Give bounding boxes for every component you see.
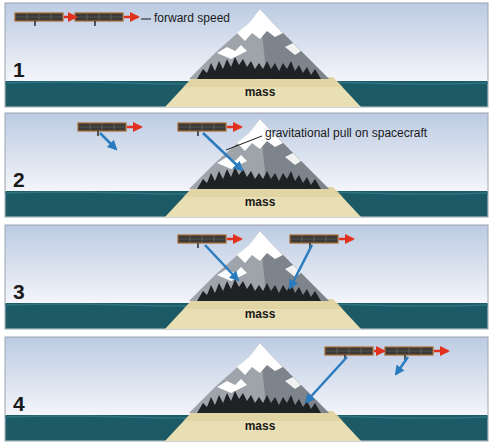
gravity-arrow	[205, 245, 238, 280]
panel-number: 3	[13, 280, 25, 303]
speed-arrow	[127, 126, 141, 129]
leader-line	[226, 136, 262, 150]
panel-scene	[5, 337, 488, 441]
mass-label: mass	[245, 196, 276, 209]
panel-number: 1	[13, 58, 25, 81]
speed-arrow	[64, 16, 76, 19]
panel-number: 4	[13, 392, 25, 415]
panel-scene	[5, 3, 488, 107]
speed-arrow	[339, 238, 353, 241]
gravity-arrow	[203, 133, 242, 170]
panel-scene	[5, 225, 488, 329]
gravity-arrow	[100, 133, 116, 149]
gravity-arrow	[306, 357, 347, 402]
spacecraft	[290, 235, 338, 248]
panel-number: 2	[13, 168, 25, 191]
mass-label: mass	[245, 308, 276, 321]
speed-arrow	[434, 350, 448, 353]
speed-arrow	[124, 16, 138, 19]
speed-arrow	[227, 126, 241, 129]
mass-label: mass	[245, 420, 276, 433]
spacecraft	[15, 13, 63, 26]
panel-scene	[5, 113, 488, 217]
gravity-arrow	[396, 357, 408, 374]
annotation-text: forward speed	[154, 12, 230, 25]
speed-arrow	[227, 238, 241, 241]
leader-line	[141, 19, 151, 20]
spacecraft	[178, 235, 226, 248]
spacecraft	[325, 347, 373, 360]
mass-label: mass	[245, 86, 276, 99]
speed-arrow	[374, 350, 384, 353]
spacecraft	[385, 347, 433, 360]
spacecraft	[75, 13, 123, 26]
spacecraft	[178, 123, 226, 136]
gravity-arrow	[290, 245, 312, 288]
annotation-text: gravitational pull on spacecraft	[265, 127, 427, 140]
